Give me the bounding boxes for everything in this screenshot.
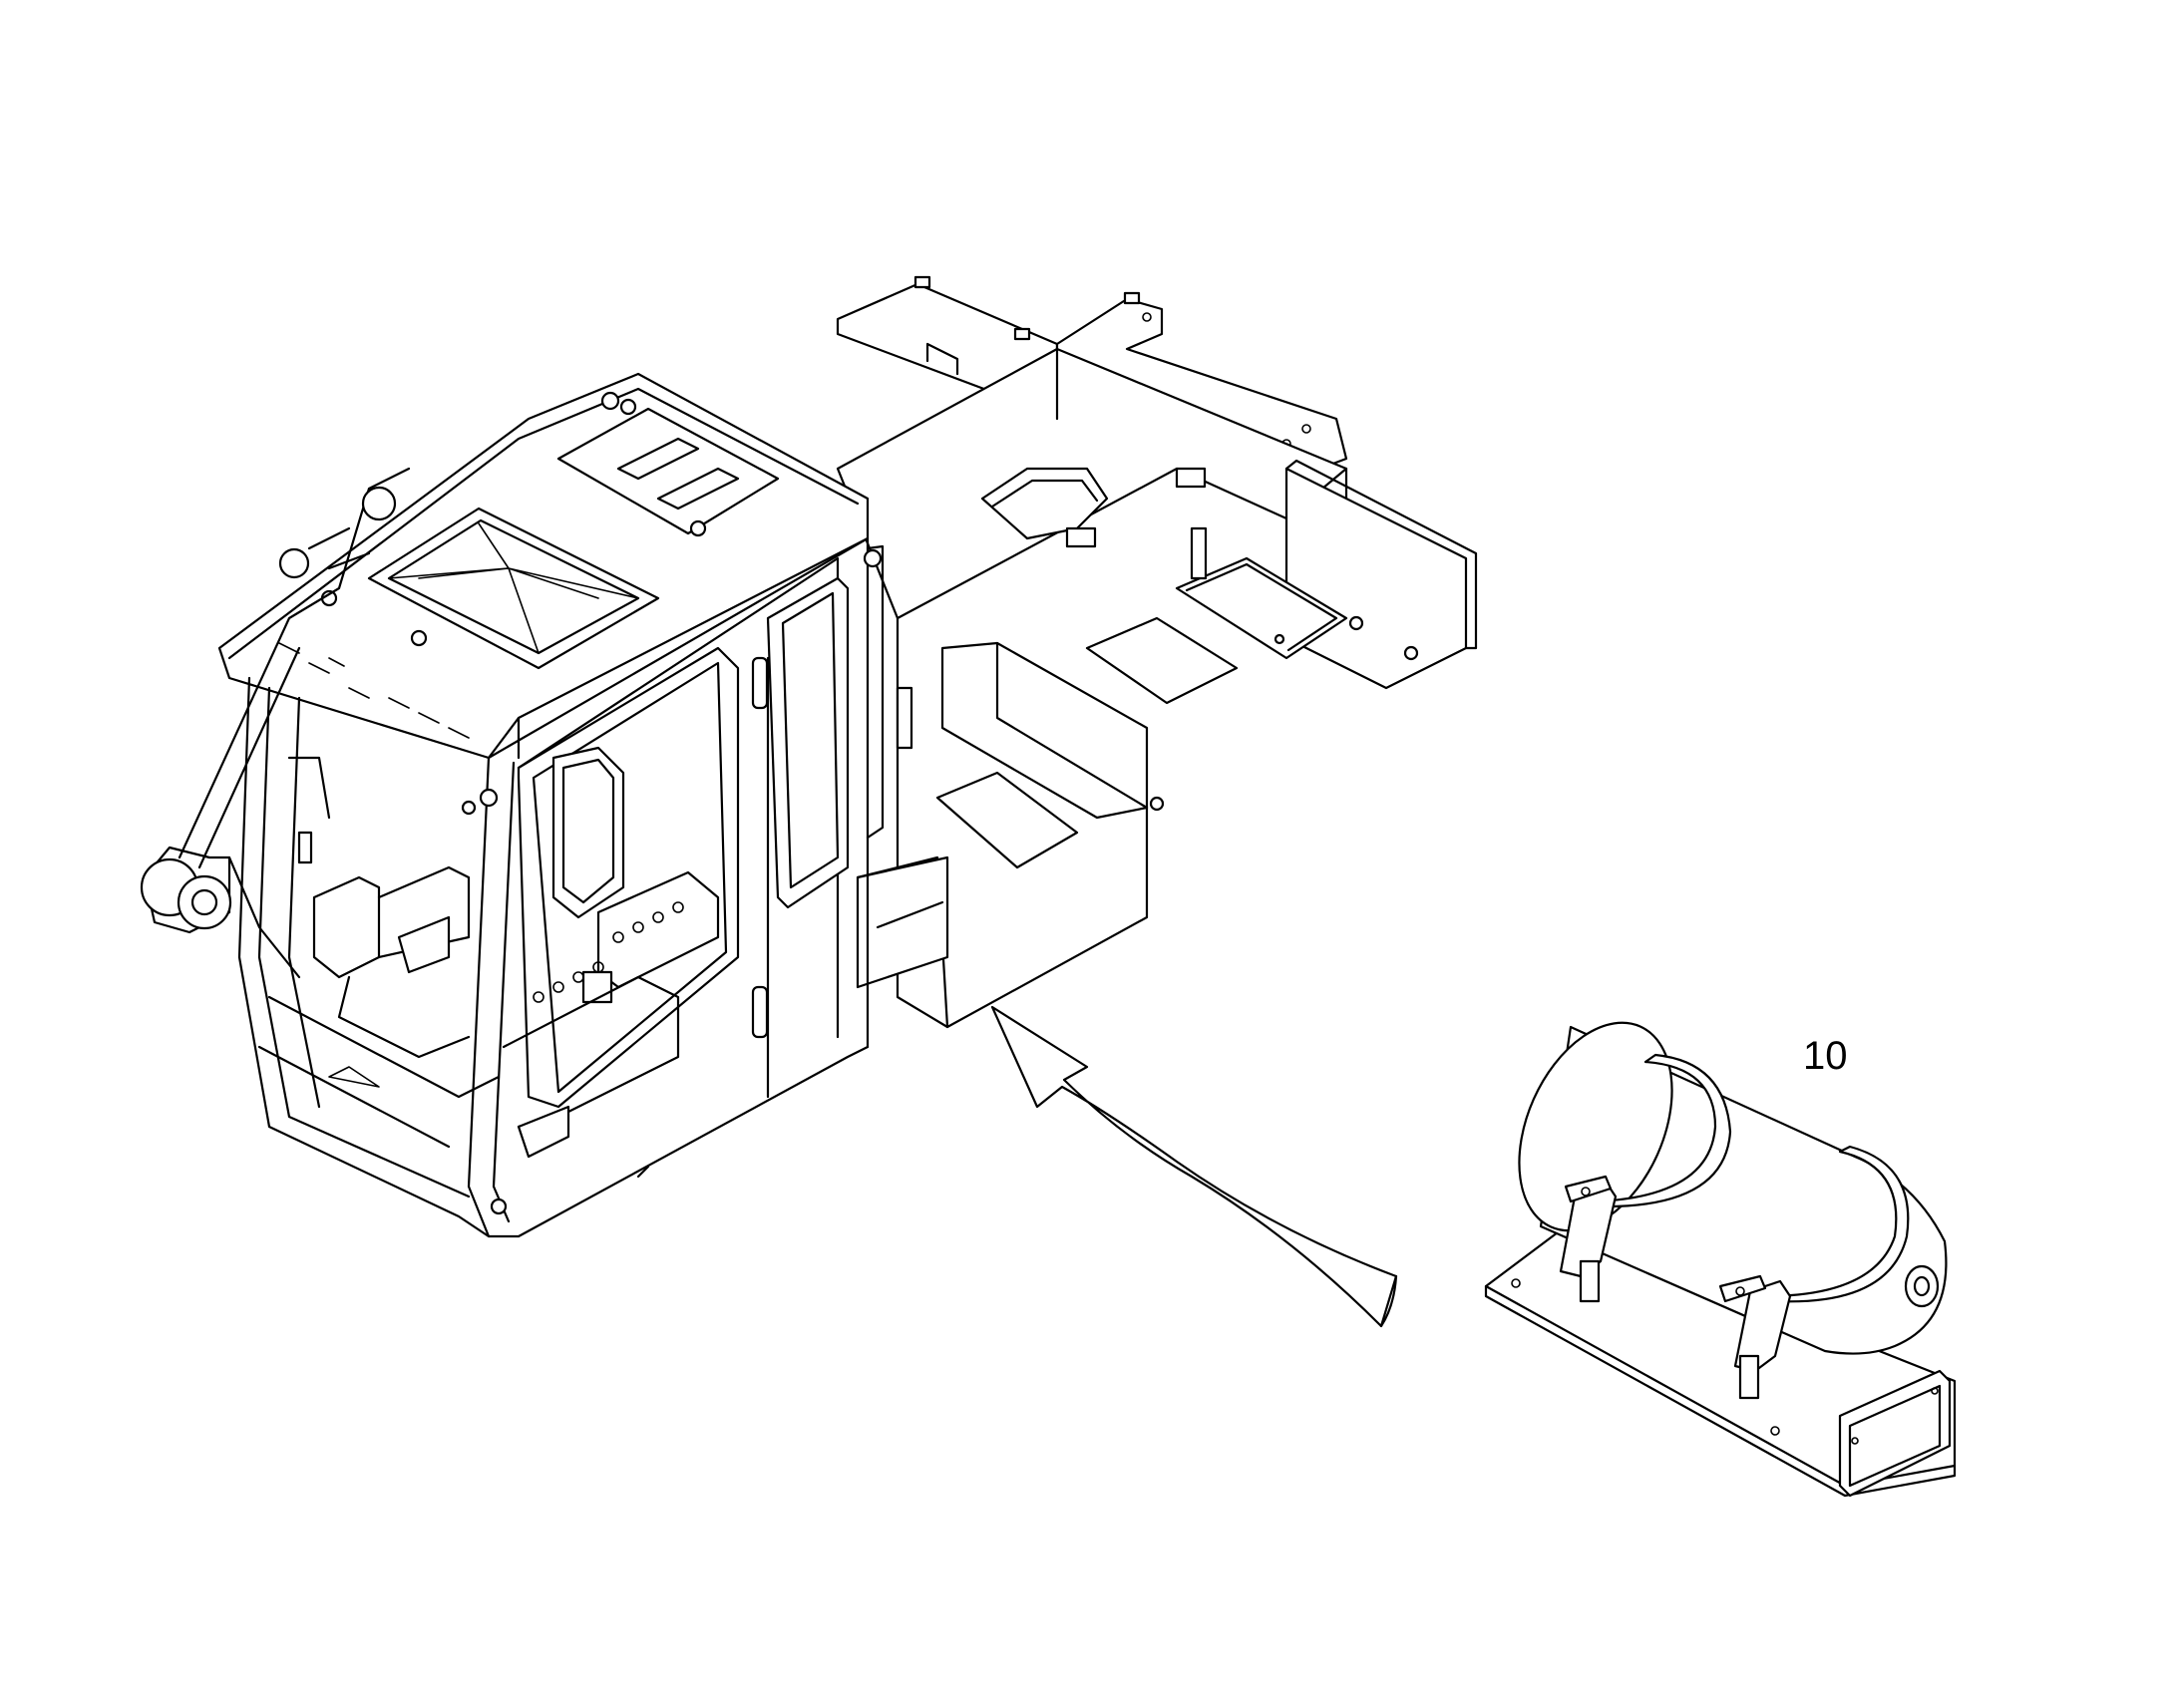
air-tank-callout-label: 10: [1803, 1034, 1848, 1078]
air-tank-assembly: [1484, 1021, 1957, 1498]
operator-cab: [140, 372, 885, 1238]
machine-frame: [836, 275, 1478, 1029]
install-arrow: [990, 1005, 1398, 1328]
